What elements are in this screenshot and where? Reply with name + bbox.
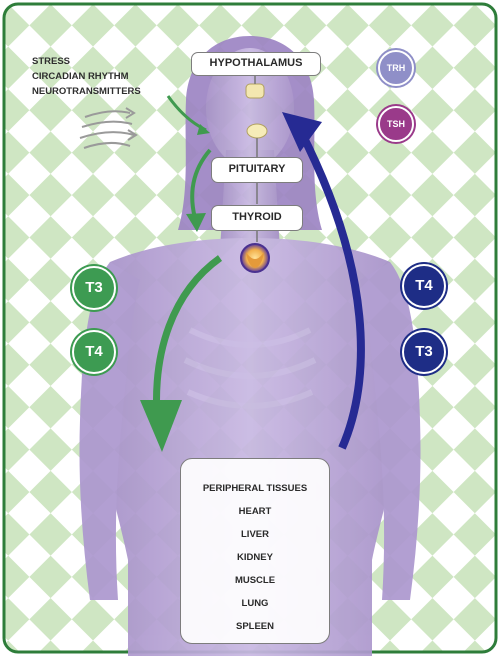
pituitary-label: PITUITARY bbox=[211, 157, 303, 183]
tissue-liver: LIVER bbox=[181, 523, 329, 546]
influence-stress: STRESS bbox=[32, 54, 141, 69]
tissue-heart: HEART bbox=[181, 500, 329, 523]
right-t4-badge: T4 bbox=[402, 264, 446, 308]
peripheral-tissues-title: PERIPHERAL TISSUES bbox=[181, 477, 329, 500]
left-t3-badge: T3 bbox=[72, 266, 116, 310]
influence-neurotransmitters: NEUROTRANSMITTERS bbox=[32, 84, 141, 99]
tsh-badge: TSH bbox=[378, 106, 414, 142]
left-t4-badge: T4 bbox=[72, 330, 116, 374]
right-t3-badge: T3 bbox=[402, 330, 446, 374]
trh-badge: TRH bbox=[378, 50, 414, 86]
pituitary-organ bbox=[247, 124, 267, 138]
peripheral-tissues-box: PERIPHERAL TISSUES HEART LIVER KIDNEY MU… bbox=[180, 458, 330, 644]
hypothalamus-organ bbox=[246, 84, 264, 98]
tissue-kidney: KIDNEY bbox=[181, 546, 329, 569]
thyroid-label: THYROID bbox=[211, 205, 303, 231]
influence-circadian-rhythm: CIRCADIAN RHYTHM bbox=[32, 69, 141, 84]
tissue-spleen: SPLEEN bbox=[181, 615, 329, 638]
tissue-muscle: MUSCLE bbox=[181, 569, 329, 592]
tissue-lung: LUNG bbox=[181, 592, 329, 615]
influences-list: STRESS CIRCADIAN RHYTHM NEUROTRANSMITTER… bbox=[32, 54, 141, 99]
hypothalamus-label: HYPOTHALAMUS bbox=[191, 52, 321, 76]
